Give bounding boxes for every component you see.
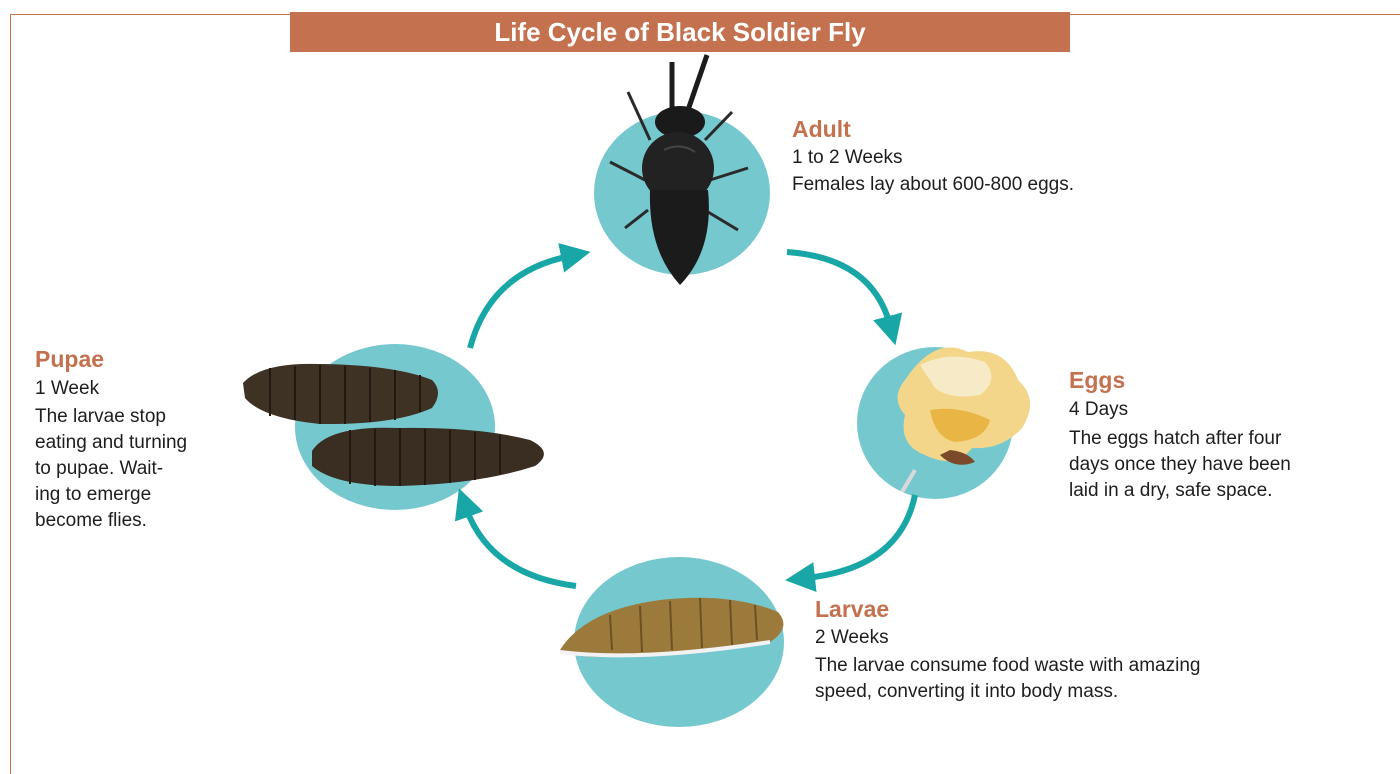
pupae-label: Pupae: [35, 346, 104, 372]
pupae-description-line: become flies.: [35, 508, 187, 534]
pupae-description-line: eating and turning: [35, 430, 187, 456]
pupae-description-line: ing to emerge: [35, 482, 187, 508]
adult-description: Females lay about 600-800 eggs.: [792, 172, 1074, 198]
eggs-label: Eggs: [1069, 367, 1125, 393]
eggs-description-line: The eggs hatch after four: [1069, 426, 1291, 452]
arrow-eggs-to-larvae: [806, 495, 915, 578]
pupae-description-line: The larvae stop: [35, 404, 187, 430]
adult-label: Adult: [792, 116, 851, 142]
arrow-larvae-to-pupae: [466, 508, 576, 586]
arrow-adult-to-eggs: [787, 252, 890, 325]
eggs-description-line: days once they have been: [1069, 452, 1291, 478]
eggs-description: The eggs hatch after four days once they…: [1069, 426, 1291, 504]
pupae-description-line: to pupae. Wait-: [35, 456, 187, 482]
larvae-description-line: The larvae consume food waste with amazi…: [815, 653, 1200, 679]
pupae-duration: 1 Week: [35, 377, 99, 401]
pupae-description: The larvae stop eating and turning to pu…: [35, 404, 187, 534]
larvae-duration: 2 Weeks: [815, 626, 889, 650]
larvae-description-line: speed, converting it into body mass.: [815, 679, 1200, 705]
eggs-description-line: laid in a dry, safe space.: [1069, 478, 1291, 504]
larvae-label: Larvae: [815, 596, 889, 622]
eggs-duration: 4 Days: [1069, 398, 1128, 422]
adult-duration: 1 to 2 Weeks: [792, 146, 903, 170]
life-cycle-graphic: [0, 0, 1400, 733]
arrow-pupae-to-adult: [470, 256, 570, 348]
larvae-description: The larvae consume food waste with amazi…: [815, 653, 1200, 705]
